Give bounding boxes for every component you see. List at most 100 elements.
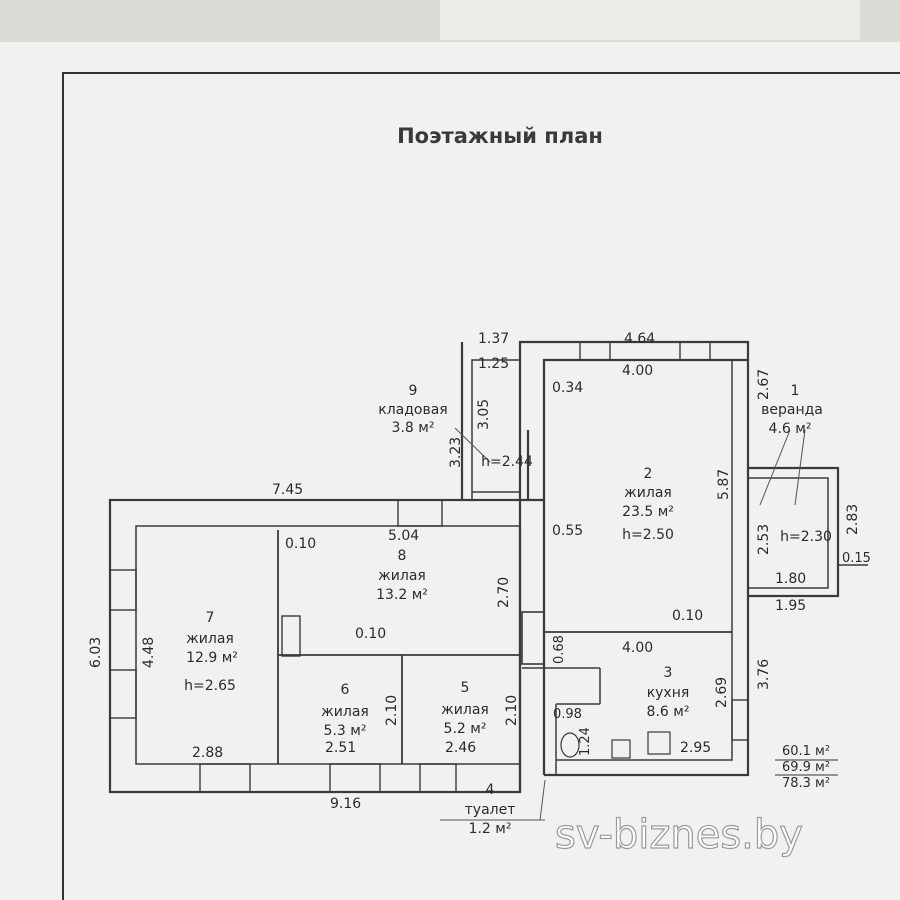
wall xyxy=(471,359,520,500)
room-number: 5 xyxy=(461,680,470,696)
room-number: 2 xyxy=(644,466,653,482)
dim-label: 0.15 xyxy=(842,551,871,566)
dim-label: 0.68 xyxy=(552,635,567,664)
dim-label: 2.83 xyxy=(845,504,861,535)
dim-label: 2.69 xyxy=(714,677,730,708)
room-area: 13.2 м² xyxy=(376,587,428,603)
window xyxy=(397,499,443,527)
leader-lines xyxy=(440,427,806,821)
dim-label: 2.70 xyxy=(496,577,512,608)
dim-label: 9.16 xyxy=(330,796,361,812)
wall xyxy=(748,466,840,598)
room-height: h=2.30 xyxy=(780,529,832,545)
dim-label: 5.87 xyxy=(716,469,732,500)
dim-label: 1.80 xyxy=(775,571,806,587)
room-number: 8 xyxy=(398,548,407,564)
area-totals: 60.1 м² 69.9 м² 78.3 м² xyxy=(775,744,838,791)
room-area: 1.2 м² xyxy=(469,821,512,837)
chimney xyxy=(521,611,545,665)
total-area: 69.9 м² xyxy=(782,760,830,775)
dim-label: 7.45 xyxy=(272,482,303,498)
room-name: кладовая xyxy=(378,402,447,418)
dim-label: 1.24 xyxy=(578,727,593,756)
dim-label: 5.04 xyxy=(388,528,419,544)
room-labels: 9 кладовая 3.8 м² h=2.44 1 веранда 4.6 м… xyxy=(184,383,832,837)
dim-label: 2.10 xyxy=(504,695,520,726)
dim-label: 4.00 xyxy=(622,640,653,656)
dim-label: 3.76 xyxy=(756,659,772,690)
watermark: sv-biznes.by xyxy=(555,812,803,858)
paper-sheet xyxy=(0,42,900,900)
wall xyxy=(556,360,733,761)
room-name: жилая xyxy=(378,568,426,584)
window xyxy=(109,669,137,719)
room-area: 23.5 м² xyxy=(622,504,674,520)
window xyxy=(199,763,251,793)
toilet xyxy=(560,732,580,758)
dim-label: 1.37 xyxy=(478,331,509,347)
dim-label: 2.51 xyxy=(325,740,356,756)
stove xyxy=(281,615,301,657)
dim-label: 1.95 xyxy=(775,598,806,614)
room-name: кухня xyxy=(647,685,690,701)
window xyxy=(109,569,137,611)
walls xyxy=(108,340,868,794)
room-number: 9 xyxy=(409,383,418,399)
dim-label: 4.00 xyxy=(622,363,653,379)
room-name: туалет xyxy=(465,802,516,818)
room-name: жилая xyxy=(624,485,672,501)
background-paper xyxy=(440,0,860,40)
total-area: 78.3 м² xyxy=(782,776,830,791)
window xyxy=(731,699,749,741)
room-name: жилая xyxy=(321,704,369,720)
dim-label: 2.67 xyxy=(756,369,772,400)
room-area: 5.3 м² xyxy=(324,723,367,739)
room-height: h=2.65 xyxy=(184,678,236,694)
dim-label: 2.95 xyxy=(680,740,711,756)
room-name: жилая xyxy=(186,631,234,647)
room-number: 3 xyxy=(664,665,673,681)
dim-label: 3.23 xyxy=(448,437,464,468)
sink xyxy=(611,739,631,759)
dim-label: 2.46 xyxy=(445,740,476,756)
room-area: 5.2 м² xyxy=(444,721,487,737)
dim-label: 0.55 xyxy=(552,523,583,539)
room-number: 1 xyxy=(791,383,800,399)
drawing-frame xyxy=(62,72,900,900)
room-number: 4 xyxy=(486,782,495,798)
window xyxy=(419,763,457,793)
dimensions: 1.37 1.25 4.64 4.00 0.34 3.05 3.23 2.67 … xyxy=(88,331,871,812)
dim-label: 4.48 xyxy=(141,637,157,668)
window xyxy=(329,763,381,793)
room-area: 12.9 м² xyxy=(186,650,238,666)
room-height: h=2.44 xyxy=(481,454,533,470)
dim-label: 0.98 xyxy=(553,707,582,722)
dim-label: 0.10 xyxy=(672,608,703,624)
room-area: 3.8 м² xyxy=(392,420,435,436)
wall xyxy=(748,477,829,589)
room-number: 7 xyxy=(206,610,215,626)
dim-label: 2.10 xyxy=(384,695,400,726)
room-area: 4.6 м² xyxy=(769,421,812,437)
dim-label: 2.88 xyxy=(192,745,223,761)
dim-label: 0.34 xyxy=(552,380,583,396)
wall xyxy=(518,340,750,777)
page-title: Поэтажный план xyxy=(397,124,603,148)
room-area: 8.6 м² xyxy=(647,704,690,720)
appliance xyxy=(647,731,671,755)
dim-label: 0.10 xyxy=(355,626,386,642)
window xyxy=(579,341,611,361)
room-height: h=2.50 xyxy=(622,527,674,543)
dim-label: 3.05 xyxy=(476,399,492,430)
room-name: жилая xyxy=(441,702,489,718)
window xyxy=(679,341,711,361)
dim-label: 4.64 xyxy=(624,331,655,347)
room-name: веранда xyxy=(761,402,823,418)
dim-label: 2.53 xyxy=(756,524,772,555)
dim-label: 6.03 xyxy=(88,637,104,668)
dim-label: 0.10 xyxy=(285,536,316,552)
room-number: 6 xyxy=(341,682,350,698)
dim-label: 1.25 xyxy=(478,356,509,372)
total-area: 60.1 м² xyxy=(782,744,830,759)
